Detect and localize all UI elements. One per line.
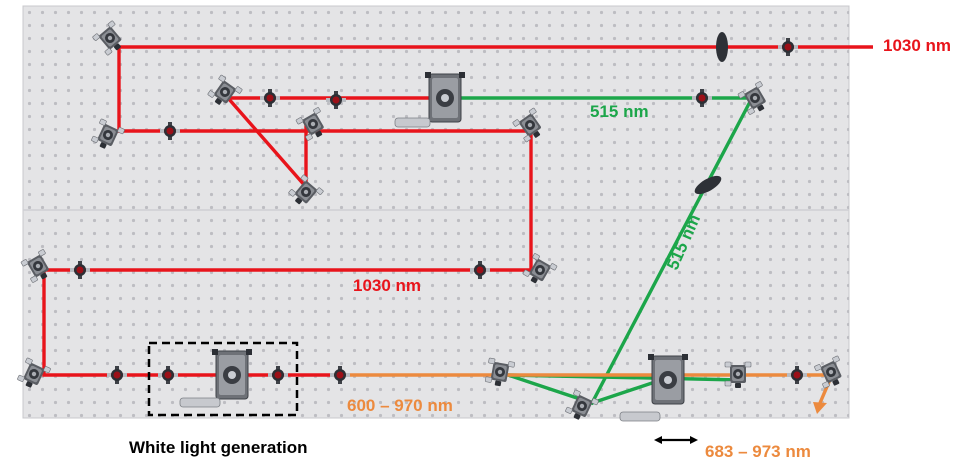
label-white-light-generation: White light generation (129, 438, 308, 457)
stage-icon (424, 71, 466, 123)
breadboard-holes (23, 6, 849, 418)
stage-icon (211, 348, 253, 400)
green-beam-515nm (458, 96, 755, 406)
label-1030nm-top: 1030 nm (883, 36, 952, 55)
orange-beam-arrowhead (813, 402, 827, 414)
label-1030nm-middle: 1030 nm (353, 276, 422, 295)
label-600-970nm: 600 – 970 nm (347, 396, 453, 415)
micrometer-icon (619, 411, 661, 422)
stage-icon (647, 353, 689, 405)
lens-icon (716, 32, 728, 62)
label-515nm-top: 515 nm (590, 102, 649, 121)
micrometer-icon (179, 397, 221, 408)
double-arrow-head-left (654, 436, 662, 444)
double-arrow-head-right (690, 436, 698, 444)
white-light-box (147, 341, 299, 417)
red-beam-1030nm (42, 45, 873, 377)
green-beam-return (591, 380, 656, 405)
label-683-973nm: 683 – 973 nm (705, 442, 811, 461)
micrometer-icon (394, 117, 431, 128)
lens-icon (694, 175, 722, 195)
